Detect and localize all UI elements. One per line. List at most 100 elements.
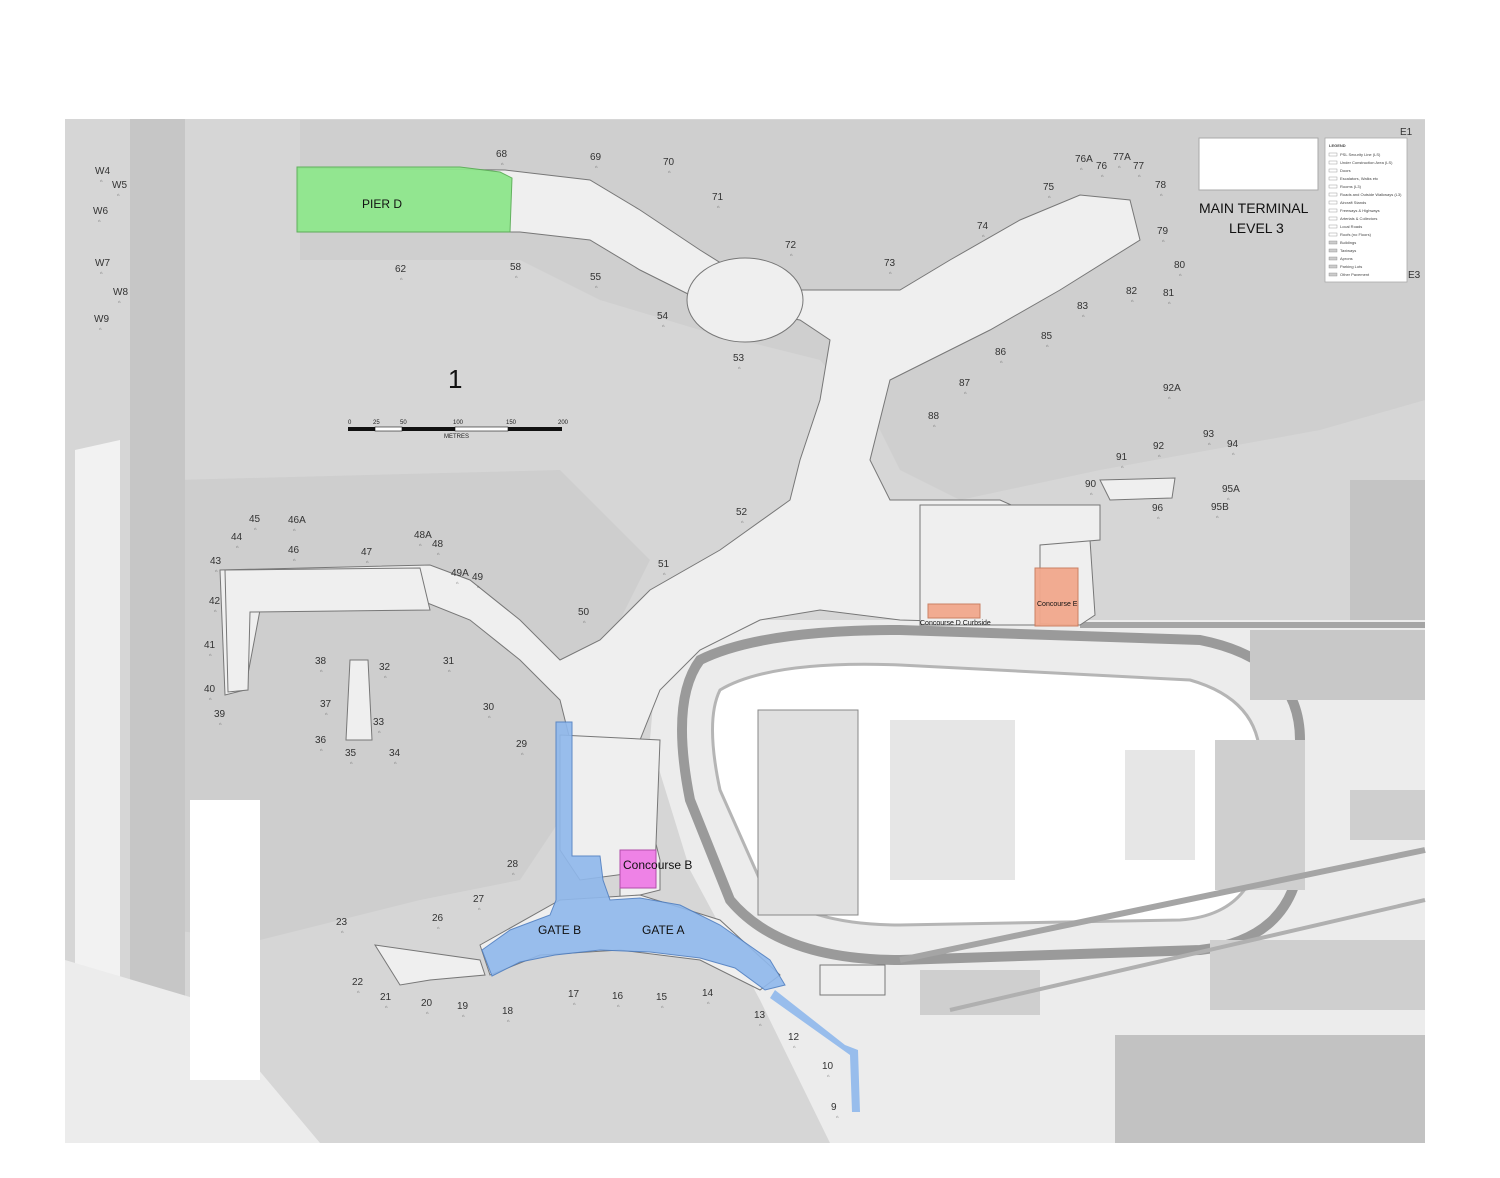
gate-label: 53 (733, 353, 745, 364)
stand-marker-icon: ⌂ (1227, 496, 1230, 501)
stand-marker-icon: ⌂ (400, 276, 403, 281)
stand-marker-icon: ⌂ (1048, 194, 1051, 199)
gate-label: W5 (112, 180, 127, 191)
concourse-d-curbside-zone (927, 603, 981, 619)
gate-label: 43 (210, 556, 222, 567)
parking-lot-2 (1125, 750, 1195, 860)
stand-marker-icon: ⌂ (1000, 359, 1003, 364)
title-box (1198, 137, 1319, 191)
gate-ab-zone (481, 721, 786, 991)
gate-label: 87 (959, 378, 971, 389)
scale-tick-label: 25 (373, 420, 380, 426)
stand-marker-icon: ⌂ (448, 668, 451, 673)
legend-swatch (1328, 200, 1338, 205)
stand-marker-icon: ⌂ (366, 559, 369, 564)
gate-label: 95B (1211, 502, 1229, 513)
legend-swatch (1328, 240, 1338, 245)
gate-label: 30 (483, 702, 495, 713)
stand-marker-icon: ⌂ (357, 989, 360, 994)
stand-marker-icon: ⌂ (889, 270, 892, 275)
gate-label: 12 (788, 1032, 800, 1043)
legend-item: Aircraft Stands (1340, 200, 1366, 205)
gate-label: 94 (1227, 439, 1239, 450)
stand-marker-icon: ⌂ (617, 1003, 620, 1008)
stand-marker-icon: ⌂ (477, 584, 480, 589)
gate-label: 18 (502, 1006, 514, 1017)
building-south-3 (1210, 940, 1425, 1010)
gate-label: 95A (1222, 484, 1240, 495)
gate-label: 62 (395, 264, 407, 275)
gate-label: 81 (1163, 288, 1175, 299)
gate-label: W8 (113, 287, 128, 298)
edge-label-e3: E3 (1408, 270, 1421, 281)
concourse-d-curbside-label: Concourse D Curbside (920, 620, 991, 627)
legend-item: PSL Security Line (LS) (1340, 152, 1381, 157)
runway-block (190, 800, 260, 1080)
stand-marker-icon: ⌂ (964, 390, 967, 395)
parking-lot-1 (890, 720, 1015, 880)
stand-marker-icon: ⌂ (320, 747, 323, 752)
highway-southeast-2 (949, 898, 1426, 1012)
gate-label: W7 (95, 258, 110, 269)
gate-label: 54 (657, 311, 669, 322)
gate-label: 44 (231, 532, 243, 543)
stand-marker-icon: ⌂ (456, 580, 459, 585)
stand-marker-icon: ⌂ (384, 674, 387, 679)
legend-item: Parking Lots (1340, 264, 1362, 269)
gate-label: 69 (590, 152, 602, 163)
gate-label: 23 (336, 917, 348, 928)
scale-tick-label: 100 (453, 420, 464, 426)
gate-label: 49 (472, 572, 484, 583)
gate-label: 90 (1085, 479, 1097, 490)
stand-marker-icon: ⌂ (214, 608, 217, 613)
stand-marker-icon: ⌂ (573, 1001, 576, 1006)
gate-9-walkway (770, 990, 860, 1112)
gate-label: 77 (1133, 161, 1145, 172)
stand-marker-icon: ⌂ (99, 326, 102, 331)
gate-label: 78 (1155, 180, 1167, 191)
legend-item: Aprons (1340, 256, 1353, 261)
legend-item: Under Construction Area (LS) (1340, 160, 1393, 165)
concourse-b-label: Concourse B (623, 858, 692, 872)
gate-label: 80 (1174, 260, 1186, 271)
stand-marker-icon: ⌂ (437, 925, 440, 930)
gate-label: 20 (421, 998, 433, 1009)
stand-marker-icon: ⌂ (1131, 298, 1134, 303)
legend-swatch (1328, 248, 1338, 253)
gate-label: 41 (204, 640, 216, 651)
gate-label: 34 (389, 748, 401, 759)
legend-item: Roads and Outside Walkways (L3) (1340, 192, 1402, 197)
stand-marker-icon: ⌂ (595, 164, 598, 169)
stand-marker-icon: ⌂ (793, 1044, 796, 1049)
legend-box (1324, 137, 1408, 283)
gate-label: 42 (209, 596, 221, 607)
stand-marker-icon: ⌂ (118, 299, 121, 304)
stand-marker-icon: ⌂ (982, 233, 985, 238)
building-south-2 (1115, 1035, 1425, 1143)
gate-label: 28 (507, 859, 519, 870)
stand-marker-icon: ⌂ (100, 178, 103, 183)
gate-label: 76A (1075, 154, 1093, 165)
stand-marker-icon: ⌂ (293, 557, 296, 562)
stand-marker-icon: ⌂ (583, 619, 586, 624)
pier-d-zone (296, 166, 513, 233)
stand-marker-icon: ⌂ (1121, 464, 1124, 469)
legend-swatch (1328, 208, 1338, 213)
legend-item: Doors (1340, 168, 1351, 173)
gate-label: W9 (94, 314, 109, 325)
gate-label: 85 (1041, 331, 1053, 342)
stand-marker-icon: ⌂ (209, 696, 212, 701)
legend-swatch (1328, 256, 1338, 261)
gate-label: 46A (288, 515, 306, 526)
gate-label: 77A (1113, 152, 1131, 163)
gate-label: 49A (451, 568, 469, 579)
gate-label: 92 (1153, 441, 1165, 452)
legend-heading: LEGEND (1329, 143, 1346, 148)
stand-marker-icon: ⌂ (663, 571, 666, 576)
scale-tick-label: 200 (558, 420, 569, 426)
stand-marker-icon: ⌂ (1168, 300, 1171, 305)
taxiway-west (130, 119, 185, 1143)
gate-label: 14 (702, 988, 714, 999)
highway-southeast (899, 847, 1426, 963)
stand-marker-icon: ⌂ (707, 1000, 710, 1005)
